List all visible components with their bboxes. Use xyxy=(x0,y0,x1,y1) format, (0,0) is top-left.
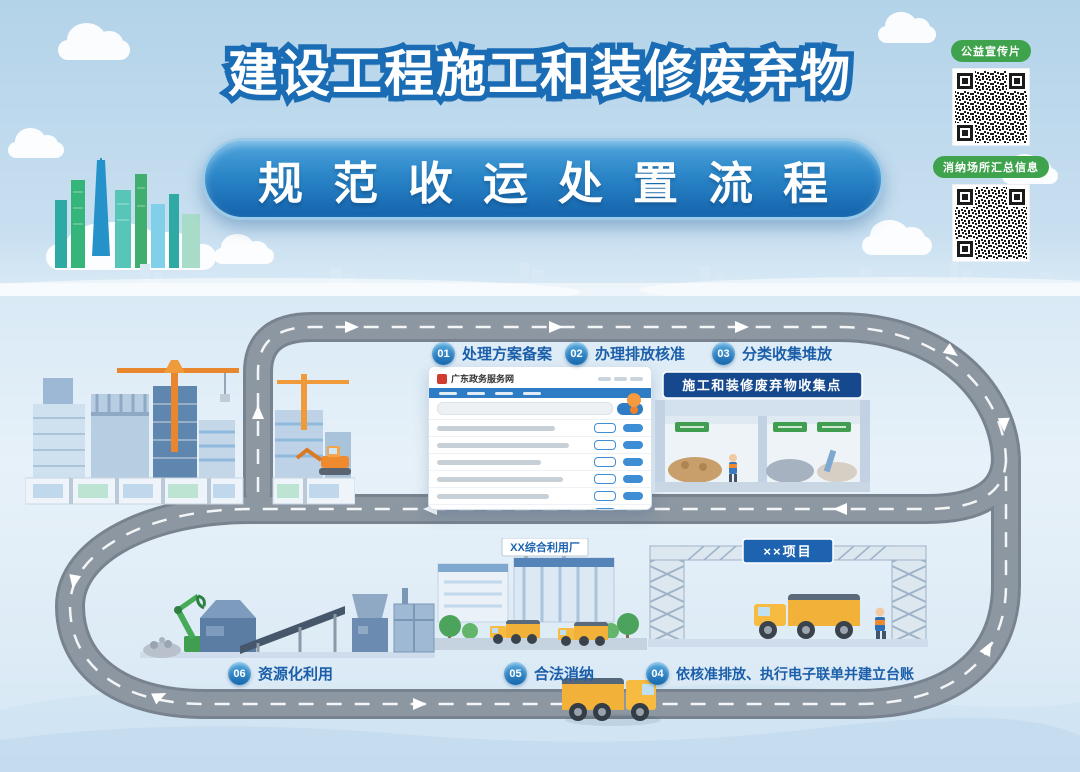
step-01: 01 处理方案备案 xyxy=(432,342,552,365)
step-03: 03 分类收集堆放 xyxy=(712,342,832,365)
qr-code xyxy=(952,184,1030,262)
step-number-badge: 05 xyxy=(504,662,527,685)
poster-subtitle-pill: 规范收运处置流程 xyxy=(202,138,884,220)
project-gate-illustration: ××项目 xyxy=(648,538,928,647)
qr-label: 公益宣传片 xyxy=(951,40,1031,62)
dump-truck xyxy=(754,594,860,639)
step-06: 06 资源化利用 xyxy=(228,662,333,685)
step-number-badge: 04 xyxy=(646,662,669,685)
recycling-machinery-illustration xyxy=(140,588,435,658)
cloud xyxy=(878,11,936,43)
construction-site-illustration xyxy=(25,360,355,505)
qr-label: 消纳场所汇总信息 xyxy=(933,156,1049,178)
step-number-badge: 02 xyxy=(565,342,588,365)
service-list-row xyxy=(429,436,651,453)
horizon-band xyxy=(0,262,1080,296)
step-number-badge: 03 xyxy=(712,342,735,365)
collection-point-sign-text: 施工和装修废弃物收集点 xyxy=(682,378,842,393)
qr-code xyxy=(952,68,1030,146)
service-list-row xyxy=(429,487,651,504)
portal-nav-bar xyxy=(429,388,651,398)
search-input xyxy=(437,402,613,415)
portal-search-row xyxy=(429,402,651,419)
portal-site-name: 广东政务服务网 xyxy=(451,374,515,384)
worker-figure xyxy=(875,607,886,641)
poster-title-outline: 建设工程施工和装修废弃物 xyxy=(223,41,856,108)
collection-point-illustration: 施工和装修废弃物收集点 xyxy=(655,371,870,492)
robotic-arm xyxy=(174,593,206,652)
portal-nav-placeholder xyxy=(598,376,643,381)
cloud xyxy=(214,234,274,264)
dump-truck xyxy=(490,620,540,644)
recycling-plant-sign-text: XX综合利用厂 xyxy=(510,540,580,554)
worker-figure xyxy=(729,454,737,482)
cloud xyxy=(8,128,64,158)
poster-title-text: 建设工程施工和装修废弃物 xyxy=(228,46,852,102)
disposal-plant-illustration: XX综合利用厂 xyxy=(432,538,647,650)
cloud xyxy=(862,219,932,255)
government-portal-screenshot: 广东政务服务网 xyxy=(428,366,652,510)
trees xyxy=(439,613,639,640)
step-02: 02 办理排放核准 xyxy=(565,342,685,365)
portal-header: 广东政务服务网 xyxy=(429,367,651,388)
cloud xyxy=(58,23,130,60)
project-gate-sign-text: ××项目 xyxy=(763,544,812,559)
service-list-row xyxy=(429,453,651,470)
poster-title: 建设工程施工和装修废弃物 建设工程施工和装修废弃物 xyxy=(0,34,1080,108)
step-05: 05 合法消纳 xyxy=(504,662,594,685)
qr-panel-promo-video: 公益宣传片 xyxy=(926,40,1056,146)
portal-mascot xyxy=(627,393,641,407)
city-skyline xyxy=(55,158,200,268)
service-list-row xyxy=(429,470,651,487)
step-number-badge: 06 xyxy=(228,662,251,685)
step-04: 04 依核准排放、执行电子联单并建立台账 xyxy=(646,662,914,685)
qr-panel-disposal-sites: 消纳场所汇总信息 xyxy=(926,156,1056,262)
returning-truck xyxy=(562,678,661,726)
road-direction-arrows xyxy=(69,321,1010,710)
dump-truck xyxy=(558,622,608,646)
step-number-badge: 01 xyxy=(432,342,455,365)
poster-subtitle-text: 规范收运处置流程 xyxy=(257,157,858,209)
service-list-row xyxy=(429,419,651,436)
portal-logo xyxy=(437,373,447,384)
service-list-row xyxy=(429,504,651,509)
